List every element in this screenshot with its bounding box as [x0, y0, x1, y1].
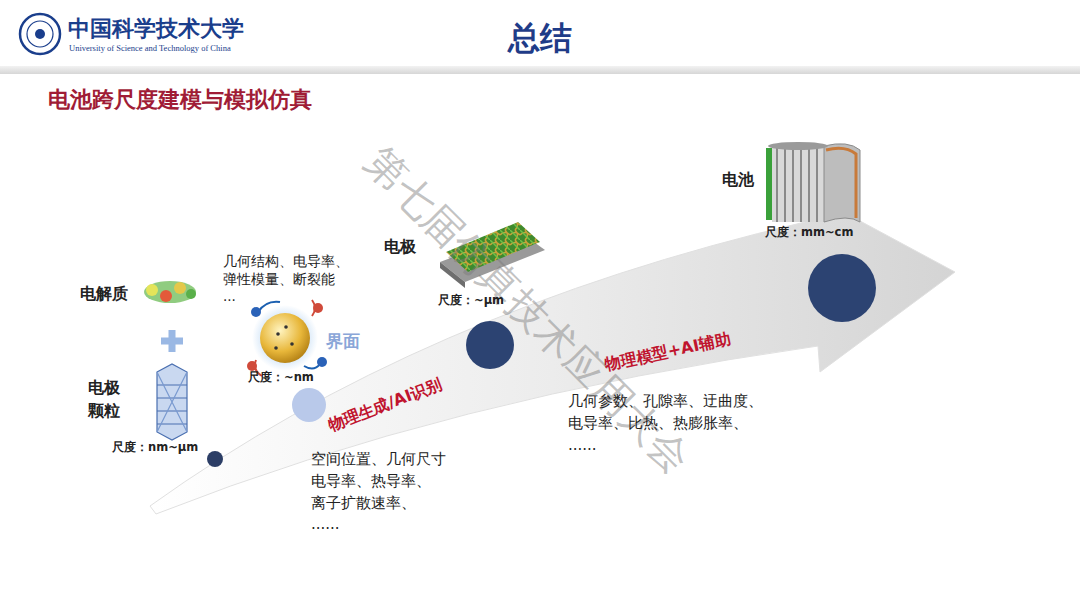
parameter-list: 空间位置、几何尺寸 电导率、热导率、 离子扩散速率、 ......: [311, 449, 446, 536]
part-label: 电解质: [80, 284, 128, 305]
part-label: 电池: [722, 170, 754, 191]
scale-label: 尺度：~nm: [248, 370, 314, 385]
scale-label: 尺度：~μm: [438, 293, 504, 308]
logo-name: 中国科学技术大学: [68, 14, 244, 43]
part-label: 电极: [384, 237, 416, 258]
scale-label: 尺度：mm~cm: [765, 225, 853, 240]
part-label: 电极 颗粒: [88, 376, 120, 422]
property-note: 几何结构、电导率、 弹性模量、断裂能 ...: [223, 253, 349, 306]
part-label: 界面: [326, 330, 360, 352]
slide-title: 总结: [508, 18, 572, 60]
section-heading: 电池跨尺度建模与模拟仿真: [48, 86, 312, 115]
logo-subtitle: University of Science and Technology of …: [69, 43, 231, 54]
scale-label: 尺度：nm~μm: [112, 440, 198, 455]
parameter-list: 几何参数、孔隙率、迂曲度、 电导率、比热、热膨胀率、 ......: [568, 391, 763, 456]
